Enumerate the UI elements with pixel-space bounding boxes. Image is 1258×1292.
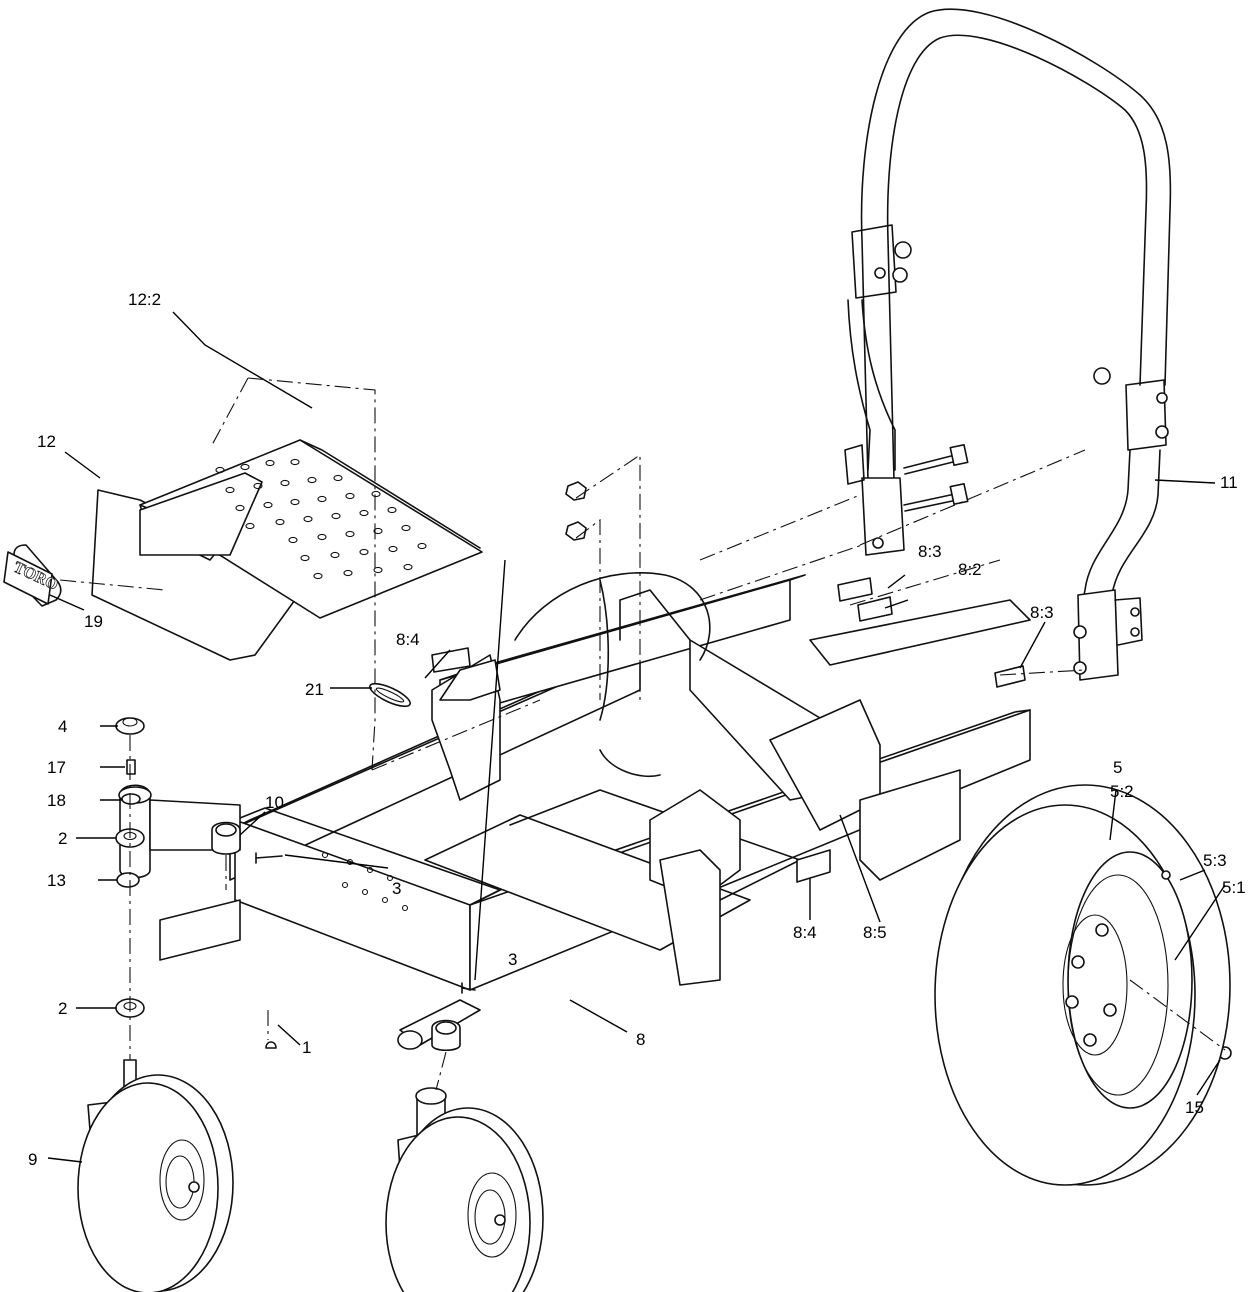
callout-12-2: 12:2: [128, 290, 161, 309]
callout-5-2: 5:2: [1110, 782, 1134, 801]
callout-10: 10: [265, 793, 284, 812]
callout-12: 12: [37, 432, 56, 451]
callout-8-3-right: 8:3: [1030, 603, 1054, 622]
rear-wheel-hidden: [514, 572, 711, 777]
callout-8: 8: [636, 1030, 645, 1049]
callout-5-1: 5:1: [1222, 878, 1246, 897]
rear-wheel: [934, 784, 1231, 1186]
callout-18: 18: [47, 791, 66, 810]
callout-8-3-upper: 8:3: [918, 542, 942, 561]
callout-2-upper: 2: [58, 829, 67, 848]
assembly-lines: [59, 377, 1226, 1091]
callout-8-2: 8:2: [958, 560, 982, 579]
callout-3-upper: 3: [392, 879, 401, 898]
callout-15: 15: [1185, 1098, 1204, 1117]
callout-1: 1: [302, 1038, 311, 1057]
callout-4: 4: [58, 717, 67, 736]
callout-17: 17: [47, 758, 66, 777]
callout-3-lower: 3: [508, 950, 517, 969]
callout-5-3: 5:3: [1203, 851, 1227, 870]
callout-9: 9: [28, 1150, 37, 1169]
callout-21: 21: [305, 680, 324, 699]
toro-logo-decal: TORO: [3, 544, 62, 607]
decals: [431, 577, 1026, 688]
frame-holes: [321, 851, 409, 912]
grommet: [369, 682, 411, 708]
callout-2-lower: 2: [58, 999, 67, 1018]
callout-8-4-lower: 8:4: [793, 923, 817, 942]
callout-labels: 12:2 12 19 21 8:4 8:3 8:2 8:3 11 4 17 18…: [28, 290, 1246, 1169]
callout-11: 11: [1220, 473, 1238, 492]
foot-plate-holes: [215, 458, 427, 580]
nuts: [565, 481, 1232, 1060]
callout-5: 5: [1113, 758, 1122, 777]
callout-19: 19: [84, 612, 103, 631]
callout-8-5: 8:5: [863, 923, 887, 942]
roll-bar: [844, 8, 1172, 681]
caster-wheel-left: [77, 1074, 234, 1292]
foot-plate: [91, 439, 483, 661]
frame: [118, 574, 1031, 1050]
caster-wheel-right: [385, 1107, 544, 1292]
callout-13: 13: [47, 871, 66, 890]
leader-lines: [47, 311, 1226, 1163]
callout-8-4-upper: 8:4: [396, 630, 420, 649]
